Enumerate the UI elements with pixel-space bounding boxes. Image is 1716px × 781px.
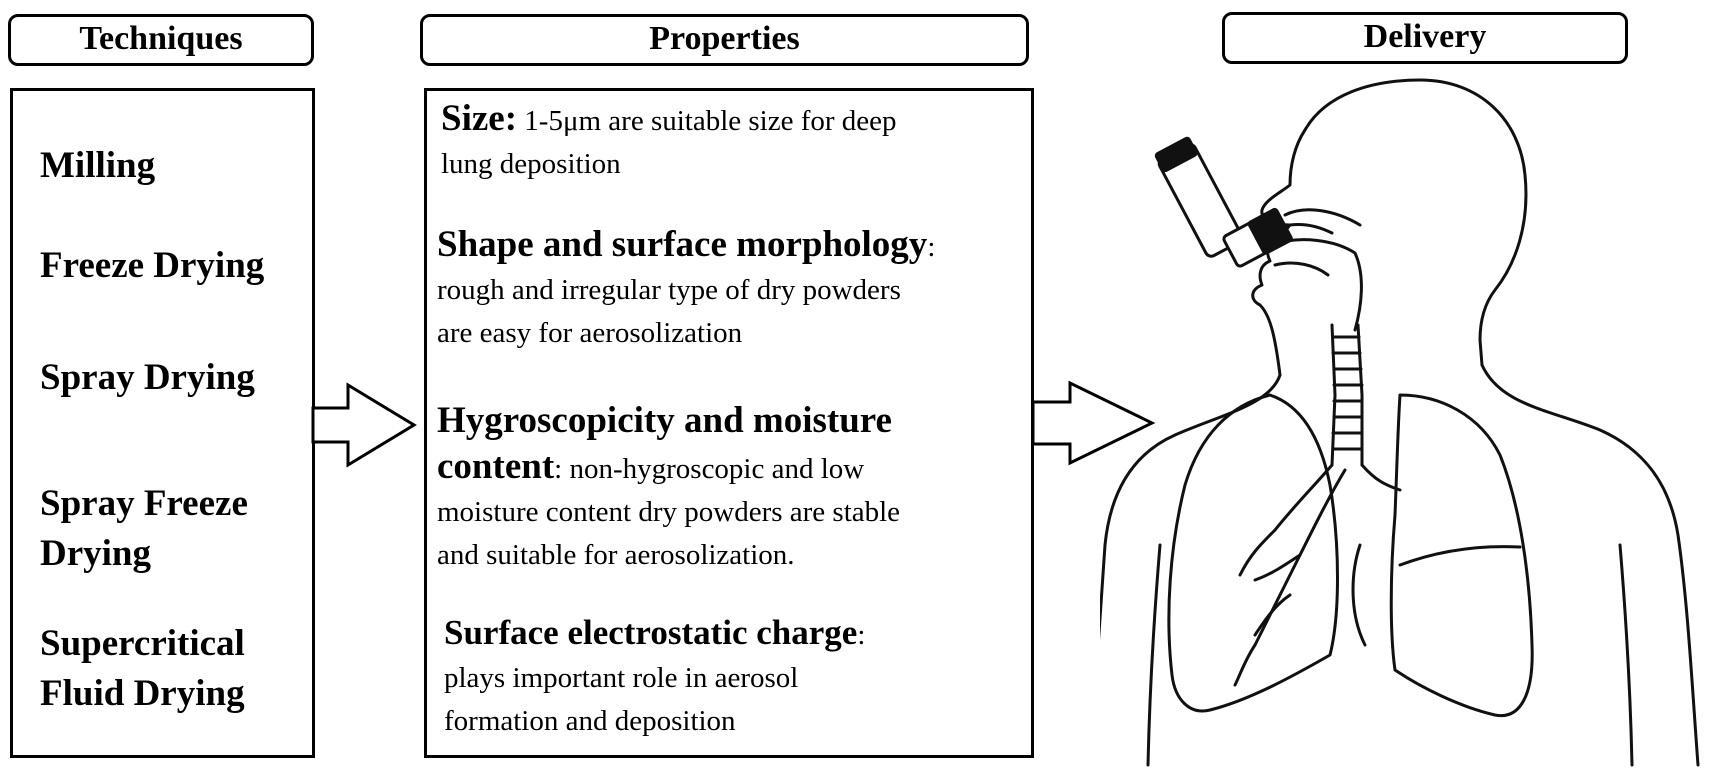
property-shape-text-1: rough and irregular type of dry powders <box>437 274 901 306</box>
property-hygro-text-3: and suitable for aerosolization. <box>437 539 795 571</box>
header-delivery: Delivery <box>1222 12 1628 64</box>
technique-supercritical: Supercritical <box>40 623 245 664</box>
arrow-right-icon <box>1031 380 1156 466</box>
property-shape-title: Shape and surface morphology <box>437 224 928 265</box>
property-hygro-title-2: content <box>437 446 555 487</box>
property-size-text-1: 1-5μm are suitable size for deep <box>517 105 897 137</box>
property-charge-text-1: plays important role in aerosol <box>444 662 799 694</box>
property-charge-colon: : <box>857 619 866 651</box>
technique-freeze-drying: Freeze Drying <box>40 245 265 286</box>
property-shape-colon: : <box>927 231 936 263</box>
human-respiratory-illustration <box>1100 78 1700 767</box>
property-size: Size: 1-5μm are suitable size for deep l… <box>441 97 897 186</box>
technique-supercritical-fluid-drying: Fluid Drying <box>40 673 245 714</box>
arrow-right-icon <box>311 382 417 468</box>
technique-milling: Milling <box>40 145 156 186</box>
property-hygro-text-1: : non-hygroscopic and low <box>554 453 865 485</box>
header-techniques: Techniques <box>8 14 314 66</box>
property-size-text-2: lung deposition <box>441 148 621 180</box>
property-shape-text-2: are easy for aerosolization <box>437 317 743 349</box>
header-properties: Properties <box>420 14 1029 66</box>
property-charge-text-2: formation and deposition <box>444 705 736 737</box>
technique-spray-freeze-drying: Drying <box>40 533 151 574</box>
property-charge: Surface electrostatic charge: plays impo… <box>444 611 865 743</box>
property-shape: Shape and surface morphology: rough and … <box>437 223 935 355</box>
property-charge-title: Surface electrostatic charge <box>444 613 858 652</box>
inhaler-icon <box>1154 136 1293 268</box>
techniques-box: Milling Freeze Drying Spray Drying Spray… <box>10 88 315 758</box>
property-size-title: Size: <box>441 98 518 139</box>
property-hygro-text-2: moisture content dry powders are stable <box>437 496 901 528</box>
property-hygroscopicity: Hygroscopicity and moisture content: non… <box>437 399 900 577</box>
technique-spray-drying: Spray Drying <box>40 357 255 398</box>
technique-spray-freeze: Spray Freeze <box>40 483 248 524</box>
properties-box: Size: 1-5μm are suitable size for deep l… <box>424 88 1034 758</box>
property-hygro-title-1: Hygroscopicity and moisture <box>437 400 892 441</box>
